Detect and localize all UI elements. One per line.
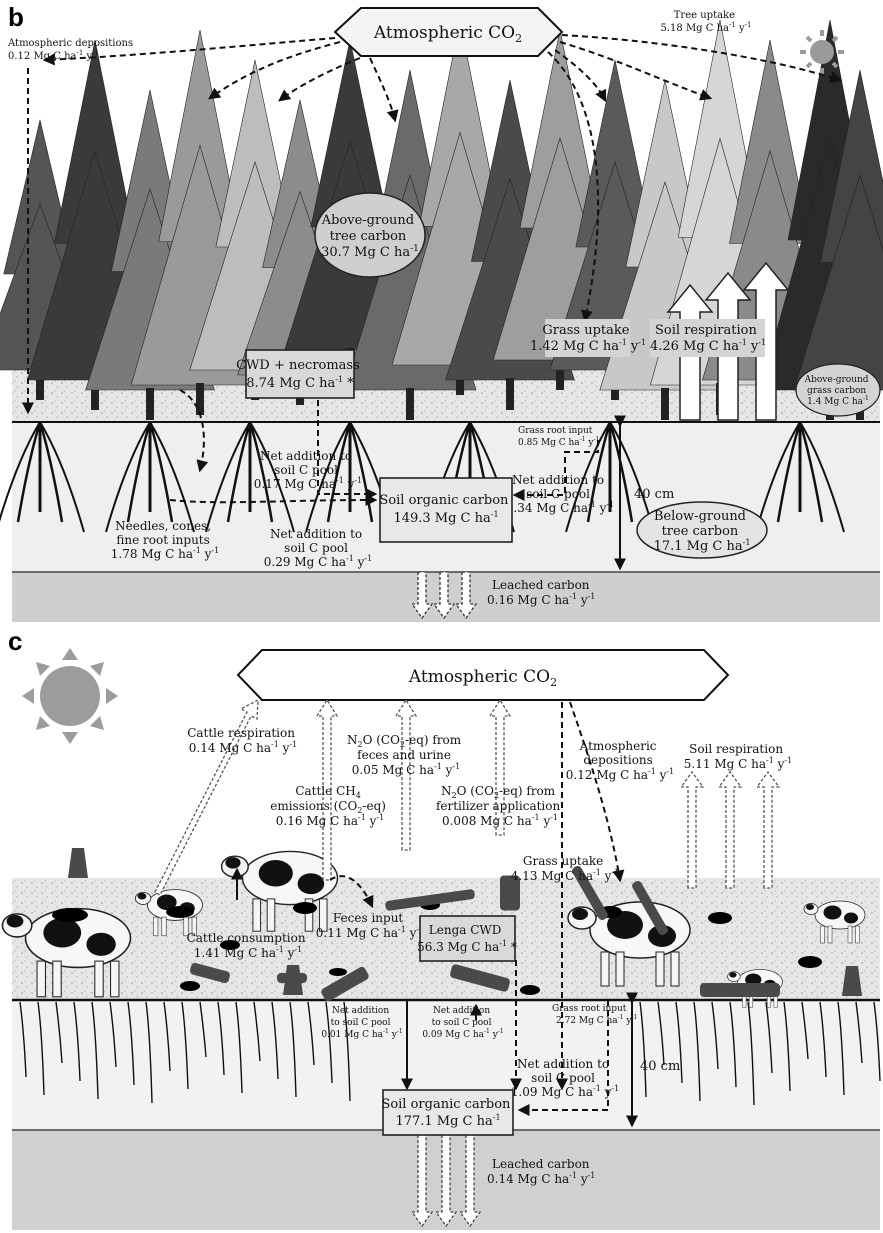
below-ground-tree-label: Below-ground tree carbon 17.1 Mg C ha-1 [654,509,751,554]
atmospheric-co2-box-c [236,649,730,701]
lenga-cwd-box [419,915,516,962]
cwd-necromass-label: CWD + necromass 8.74 Mg C ha-1 * [236,358,364,391]
grass-uptake-bg [545,319,630,357]
n2o-feces-label: N2O (CO2-eq) from feces and urine 0.05 M… [347,733,465,777]
grass-root-input-label-b: Grass root input 0.85 Mg C ha-1 y-1 [518,426,599,448]
feces-input-label: Feces input 0.11 Mg C ha-1 y-1 [316,911,424,940]
grass-uptake-label-c: Grass uptake 4.13 Mg C ha-1 y-1 [511,854,619,883]
soil-organic-carbon-box-b [379,477,513,543]
leached-carbon-label-b: Leached carbon 0.16 Mg C ha-1 y-1 [487,578,595,607]
panel-c: c Atmospheric CO2 [1,626,881,1230]
forest-trees [0,19,883,420]
panel-c-letter: c [8,626,22,656]
grass-root-input-label-c: Grass root input 2.72 Mg C ha-1 y-1 [552,1004,637,1026]
grass-uptake-label: Grass uptake 1.42 Mg C ha-1 y-1 [530,323,646,354]
panel-b-letter: b [8,2,24,32]
net-addition-c2-label: Net addition to soil C pool 0.09 Mg C ha… [422,1006,503,1040]
tree-uptake-label: Tree uptake 5.18 Mg C ha-1 y-1 [661,10,752,34]
net-addition-b3-label: Net addition to soil C pool 0.29 Mg C ha… [264,527,372,569]
emission-arrows [154,698,781,896]
cwd-necromass-box [245,349,355,399]
soil-organic-carbon-label-c: Soil organic carbon 177.1 Mg C ha-1 [381,1097,514,1129]
soil-respiration-label-c: Soil respiration 5.11 Mg C ha-1 y-1 [684,742,792,771]
leached-carbon-label-c: Leached carbon 0.14 Mg C ha-1 y-1 [487,1157,595,1186]
n2o-fertilizer-label: N2O (CO2-eq) from fertilizer application… [436,784,564,828]
depth-label-c: 40 cm [640,1059,680,1074]
cattle-ch4-label: Cattle CH4 emissions (CO2-eq) 0.16 Mg C … [270,784,390,828]
net-addition-b1-label: Net addition to soil C pool 0.17 Mg C ha… [254,449,362,491]
atm-depositions-label: Atmospheric depositions 0.12 Mg C ha-1 y… [7,38,136,62]
lenga-cwd-label: Lenga CWD 56.3 Mg C ha-1 * [417,923,517,954]
cattle-respiration-label: Cattle respiration 0.14 Mg C ha-1 y-1 [187,726,299,755]
sun-icon-c [22,648,118,744]
soil-respiration-bg [650,319,765,357]
net-addition-b2-label: Net addition to soil C pool 0.34 Mg C ha… [506,473,614,515]
below-ground-tree-ellipse [636,501,768,559]
leached-arrows-b [410,571,478,620]
soil-organic-carbon-label-b: Soil organic carbon 149.3 Mg C ha-1 [379,493,512,526]
pasture-debris [1,848,866,1008]
soil-respiration-label: Soil respiration 4.26 Mg C ha-1 y-1 [650,323,766,354]
cattle-consumption-label: Cattle consumption 1.41 Mg C ha-1 y-1 [187,931,310,960]
leached-arrows-c [410,1129,482,1228]
panel-b: b Atmospheric CO2 [0,2,883,622]
above-ground-tree-label: Above-ground tree carbon 30.7 Mg C ha-1 [321,213,419,260]
net-addition-c1-label: Net addition to soil C pool 0.01 Mg C ha… [321,1006,402,1040]
atmospheric-co2-label: Atmospheric CO2 [373,23,522,45]
above-ground-grass-label: Above-ground grass carbon 1.4 Mg C ha-1 [804,375,872,407]
needles-cones-label: Needles, cones, fine root inputs 1.78 Mg… [111,519,219,561]
depth-label-b: 40 cm [634,487,674,502]
atmospheric-co2-box [333,7,564,57]
net-addition-c3-label: Net addition to soil C pool 1.09 Mg C ha… [511,1057,619,1099]
grass-roots [19,1001,881,1106]
above-ground-tree-ellipse [314,192,426,278]
atmospheric-co2-label-c: Atmospheric CO2 [408,667,557,689]
sun-icon [800,30,844,74]
atm-depositions-label-c: Atmospheric depositions 0.12 Mg C ha-1 y… [566,739,674,782]
soil-organic-carbon-box-c [382,1089,514,1136]
above-ground-grass-ellipse [795,363,881,417]
